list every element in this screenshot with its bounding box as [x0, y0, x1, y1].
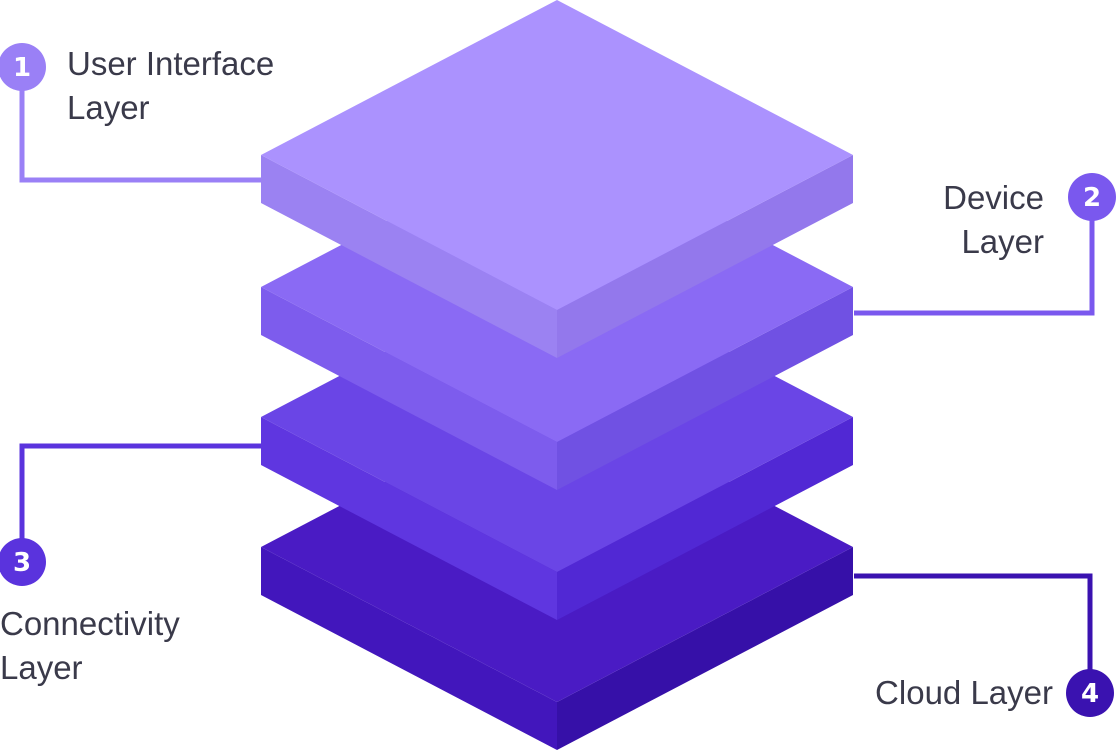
badge-2: 2 [1068, 173, 1116, 221]
badge-circle [0, 43, 46, 91]
badge-number: 1 [13, 53, 31, 83]
badge-4: 4 [1066, 669, 1114, 717]
label-line1: Cloud Layer [875, 674, 1053, 711]
connector-line-connectivity [19, 443, 262, 540]
label-line2: Layer [67, 89, 150, 126]
badge-1: 1 [0, 43, 46, 91]
slab-left-face [261, 287, 557, 490]
badge-circle [0, 538, 46, 586]
slab-right-face [557, 287, 853, 490]
label-line1: User Interface [67, 45, 275, 82]
label-device-layer: Device Layer [943, 176, 1044, 264]
badge-number: 4 [1081, 679, 1099, 709]
slab-right-face [557, 547, 853, 750]
slab-user-interface [261, 0, 853, 358]
label-line1: Device [943, 179, 1044, 216]
slab-left-face [261, 547, 557, 750]
connector-line-cloud [854, 573, 1093, 670]
label-connectivity-layer: Connectivity Layer [0, 602, 180, 690]
slab-left-face [261, 155, 557, 358]
slab-right-face [557, 155, 853, 358]
badge-3: 3 [0, 538, 46, 586]
badge-number: 2 [1083, 183, 1101, 213]
connector-line-device [854, 220, 1095, 316]
label-cloud-layer: Cloud Layer [875, 671, 1053, 715]
badge-circle [1068, 173, 1116, 221]
badge-number: 3 [13, 548, 31, 578]
label-user-interface-layer: User Interface Layer [67, 42, 274, 130]
slab-top-face [261, 0, 853, 310]
connector-line-user-interface [19, 88, 262, 183]
label-line2: Layer [0, 649, 83, 686]
slab-right-face [557, 417, 853, 620]
badge-circle [1066, 669, 1114, 717]
slab-left-face [261, 417, 557, 620]
label-line2: Layer [961, 223, 1044, 260]
label-line1: Connectivity [0, 605, 180, 642]
